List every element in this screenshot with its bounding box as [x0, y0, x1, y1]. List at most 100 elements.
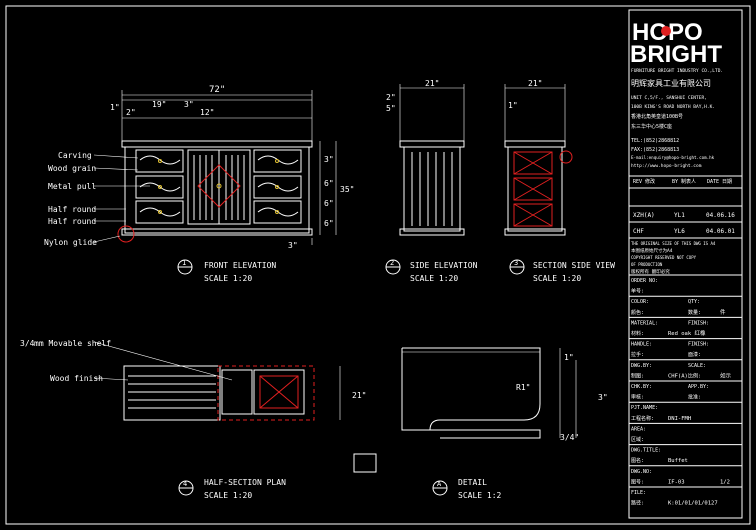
field-value: K:01/01/01/0127 — [668, 501, 718, 507]
field-label: 工程名称: — [631, 415, 654, 422]
svg-text:4: 4 — [183, 480, 187, 488]
field-value: CHF(A) — [668, 373, 688, 379]
svg-text:FRONT ELEVATION: FRONT ELEVATION — [204, 261, 276, 270]
field-label: 材料: — [631, 330, 644, 337]
title-block[interactable]: HOPO BRIGHT FURNITURE BRIGHT INDUSTRY CO… — [628, 9, 743, 519]
svg-text:SECTION SIDE VIEW: SECTION SIDE VIEW — [533, 261, 615, 270]
svg-text:A: A — [437, 480, 442, 488]
side-elevation[interactable]: 21" 2" 5" — [386, 79, 465, 236]
field-label: DWG.NO: — [631, 469, 652, 475]
half-section-plan[interactable]: 21" 3/4 mm Movable shelf Wood finish — [20, 339, 377, 473]
metal-pull-diamond — [197, 164, 241, 208]
field-label: CHK.BY: — [631, 384, 652, 390]
field-label: FILE: — [631, 490, 646, 496]
company-cn: 明辉家具工业有限公司 — [631, 78, 711, 88]
svg-text:http://www.hopo-bright.com: http://www.hopo-bright.com — [631, 163, 702, 169]
label-half-round-1: Half round — [48, 205, 96, 214]
left-drawer-3 — [135, 200, 184, 224]
detail-section[interactable]: 1" 3/4" 3" R1" — [401, 347, 608, 442]
dim-front-left: 1" — [110, 103, 120, 112]
svg-text:OF PRODUCTION: OF PRODUCTION — [631, 262, 663, 267]
label-movable-shelf: mm Movable shelf — [34, 339, 111, 348]
dim-detail-height: 3" — [598, 393, 608, 402]
dim-front-right-d: 6" — [324, 219, 334, 228]
svg-text:BY 制表人: BY 制表人 — [672, 178, 696, 185]
view-title-4: 4 HALF-SECTION PLAN SCALE 1:20 — [178, 478, 286, 500]
left-drawer-2 — [135, 175, 184, 199]
dim-side-top-a: 2" — [386, 93, 396, 102]
svg-text:COPYRIGHT RESERVED NOT COPY: COPYRIGHT RESERVED NOT COPY — [631, 255, 697, 260]
buffet-base — [121, 228, 313, 236]
svg-text:THE ORIGINAL SIZE OF THIS DWG: THE ORIGINAL SIZE OF THIS DWG IS A4 — [631, 241, 716, 246]
dim-detail-a: 1" — [564, 353, 574, 362]
dim-front-top-2: 19" — [152, 100, 166, 109]
field-label-2: QTY: — [688, 299, 700, 305]
dim-detail-b: 3/4" — [560, 433, 579, 442]
view-title-a: A DETAIL SCALE 1:2 — [432, 478, 502, 500]
field-label: MATERIAL: — [631, 320, 658, 326]
field-value-2: 件 — [720, 308, 726, 316]
svg-text:UNIT C,5/F., SANSHUI CENTER,: UNIT C,5/F., SANSHUI CENTER, — [631, 95, 707, 101]
dim-front-top-1: 2" — [126, 108, 136, 117]
dim-side-top-b: 5" — [386, 104, 396, 113]
svg-text:版权所有 翻印必究: 版权所有 翻印必究 — [631, 268, 670, 275]
field-value-2: 1/2 — [720, 479, 730, 485]
dim-plan-depth: 21" — [352, 391, 366, 400]
svg-text:1: 1 — [182, 259, 186, 267]
svg-text:SCALE 1:20: SCALE 1:20 — [410, 274, 458, 283]
svg-text:04.06.16: 04.06.16 — [706, 212, 735, 219]
field-label: 图号: — [631, 479, 644, 485]
field-label-2: FINISH: — [688, 342, 709, 348]
label-wood-finish: Wood finish — [50, 374, 103, 383]
field-value: DNI-FMH — [668, 416, 691, 422]
svg-text:DATE 日期: DATE 日期 — [707, 179, 732, 185]
logo-bright: BRIGHT — [630, 41, 722, 68]
svg-text:SCALE 1:20: SCALE 1:20 — [533, 274, 581, 283]
label-nylon-glide: Nylon glide — [44, 238, 97, 247]
field-label-2: 数量: — [688, 309, 701, 316]
dim-section-top: 1" — [508, 101, 518, 110]
field-label: PJT.NAME: — [631, 405, 658, 411]
field-label-2: 批准: — [688, 394, 701, 401]
field-label: AREA: — [631, 426, 646, 432]
field-value-2: 如示 — [720, 371, 732, 379]
field-label: 区域: — [631, 436, 644, 443]
left-drawer-1 — [135, 149, 184, 173]
svg-text:YL1: YL1 — [674, 212, 685, 219]
field-label: 颜色: — [631, 309, 644, 316]
field-value: Buffet — [668, 458, 688, 464]
field-label: 单号: — [631, 288, 644, 295]
label-wood-grain: Wood grain — [48, 164, 96, 173]
dim-front-right-c: 6" — [324, 199, 334, 208]
section-side-view[interactable]: 21" 1" — [504, 79, 573, 236]
front-elevation[interactable]: 72" 2" 19" 3" 12" 1" 3" 6" 6" 6" 35" 3" … — [44, 85, 354, 250]
dim-section-width: 21" — [528, 79, 542, 88]
svg-text:SCALE 1:20: SCALE 1:20 — [204, 491, 252, 500]
dim-front-right-b: 6" — [324, 179, 334, 188]
detail-ref-circle — [117, 225, 135, 243]
svg-text:XZH(A): XZH(A) — [633, 212, 655, 219]
dim-front-top-3: 3" — [184, 100, 194, 109]
view-title-1: 1 FRONT ELEVATION SCALE 1:20 — [177, 259, 276, 283]
dim-side-width: 21" — [425, 79, 439, 88]
svg-text:HALF-SECTION PLAN: HALF-SECTION PLAN — [204, 478, 286, 487]
drawing-border — [5, 5, 751, 525]
dim-front-top-4: 12" — [200, 108, 214, 117]
label-half-round-2: Half round — [48, 217, 96, 226]
svg-text:FAX:(852)2868813: FAX:(852)2868813 — [631, 147, 679, 153]
svg-text:SIDE ELEVATION: SIDE ELEVATION — [410, 261, 478, 270]
svg-text:SCALE 1:20: SCALE 1:20 — [204, 274, 252, 283]
field-label: 图名: — [631, 457, 644, 464]
field-label-2: 面漆: — [688, 351, 701, 358]
dim-front-right-a: 3" — [324, 155, 334, 164]
svg-text:2: 2 — [390, 259, 394, 267]
svg-text:100B KING'S ROAD NORTH BAY,H.K: 100B KING'S ROAD NORTH BAY,H.K. — [631, 104, 715, 110]
svg-text:DETAIL: DETAIL — [458, 478, 487, 487]
right-drawer-3 — [253, 200, 302, 224]
field-label: DWG.BY: — [631, 363, 652, 369]
svg-text:CHF: CHF — [633, 228, 644, 235]
svg-text:REV 修改: REV 修改 — [633, 178, 655, 185]
field-label: 审核: — [631, 394, 644, 401]
svg-text:3: 3 — [514, 259, 518, 267]
